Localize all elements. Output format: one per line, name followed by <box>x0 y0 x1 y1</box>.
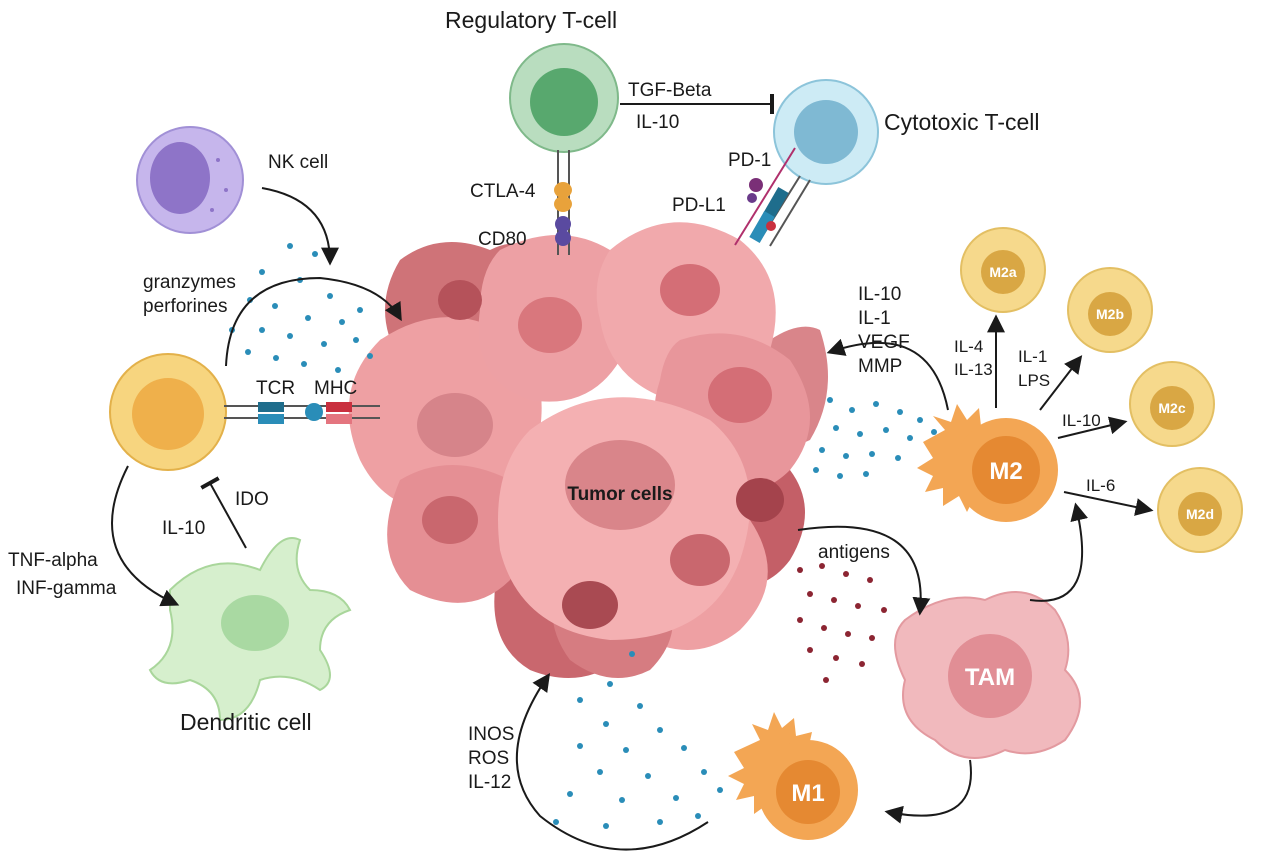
tam-macrophage: TAM <box>894 591 1081 759</box>
m1-factor-2: ROS <box>468 748 509 769</box>
antigen-dots <box>797 563 887 683</box>
dendritic-cell-label: Dendritic cell <box>180 709 312 735</box>
mhc-label: MHC <box>314 378 357 399</box>
cytotoxic-t-cell <box>734 79 879 247</box>
m2c-label: M2c <box>1158 400 1185 416</box>
m2b-macrophage: M2b <box>1067 267 1153 353</box>
tgf-beta-label: TGF-Beta <box>628 80 712 101</box>
regulatory-t-cell-label: Regulatory T-cell <box>445 7 617 33</box>
m2a-label: M2a <box>989 264 1016 280</box>
tam-to-m1-arrow <box>884 759 972 824</box>
t-cell <box>109 353 380 471</box>
tam-label: TAM <box>965 664 1015 691</box>
pd1-label: PD-1 <box>728 150 771 171</box>
il10-dc-label: IL-10 <box>162 518 205 539</box>
lps-label: LPS <box>1018 371 1050 390</box>
m1-factor-3: IL-12 <box>468 772 511 793</box>
pdl1-label: PD-L1 <box>672 195 726 216</box>
m1-to-tumor-arrow <box>515 673 709 851</box>
il13-label: IL-13 <box>954 360 993 379</box>
m2-factor-4: MMP <box>858 356 902 377</box>
m2-to-m2d-arrow <box>1063 491 1154 516</box>
m2-to-m2c-arrow <box>1057 416 1128 439</box>
m2-label: M2 <box>989 458 1022 485</box>
cytotoxic-t-cell-label: Cytotoxic T-cell <box>884 109 1040 135</box>
perforines-label: perforines <box>143 296 228 317</box>
ctla4-label: CTLA-4 <box>470 181 536 202</box>
nk-cell-label: NK cell <box>268 152 328 173</box>
m2-factor-1: IL-10 <box>858 284 901 305</box>
antigens-to-tam-arrow <box>797 525 931 616</box>
nk-cell <box>136 126 244 234</box>
ido-inhibition-arrow <box>200 476 247 549</box>
m2d-label: M2d <box>1186 506 1214 522</box>
m1-label: M1 <box>791 780 824 807</box>
m1-secretion-dots <box>553 651 723 829</box>
inf-gamma-label: INF-gamma <box>16 578 117 599</box>
il10-treg-label: IL-10 <box>636 112 679 133</box>
dendritic-cell <box>148 537 352 722</box>
m2a-macrophage: M2a <box>960 227 1046 313</box>
m1-macrophage: M1 <box>728 712 858 840</box>
il10-m2c-label: IL-10 <box>1062 411 1101 430</box>
m1-factor-1: INOS <box>468 724 514 745</box>
tcr-label: TCR <box>256 378 295 399</box>
granzyme-dots <box>229 243 373 373</box>
m2-factor-3: VEGF <box>858 332 910 353</box>
granzymes-label: granzymes <box>143 272 236 293</box>
m2b-label: M2b <box>1096 306 1124 322</box>
antigens-label: antigens <box>818 542 890 563</box>
tumor-cells-label: Tumor cells <box>567 484 672 505</box>
cd80-label: CD80 <box>478 229 527 250</box>
il1-m2b-label: IL-1 <box>1018 347 1047 366</box>
m2d-macrophage: M2d <box>1157 467 1243 553</box>
ido-label: IDO <box>235 489 269 510</box>
il6-label: IL-6 <box>1086 476 1115 495</box>
granzymes-to-tumor-arrow <box>225 276 402 367</box>
m2-macrophage: M2 <box>917 404 1058 522</box>
tnf-alpha-label: TNF-alpha <box>8 550 98 571</box>
nk-to-granzymes-arrow <box>261 187 339 266</box>
tam-to-m2-arrow <box>1029 502 1089 602</box>
tcell-to-dendritic-arrow <box>111 465 180 607</box>
m2-factor-2: IL-1 <box>858 308 891 329</box>
il4-label: IL-4 <box>954 337 983 356</box>
m2c-macrophage: M2c <box>1129 361 1215 447</box>
m2-secretion-dots <box>813 397 937 479</box>
regulatory-t-cell <box>509 43 619 255</box>
tumor-mass: Tumor cells <box>348 222 828 678</box>
m2-to-m2b-arrow <box>1039 355 1083 411</box>
m2-to-tumor-arrow <box>826 338 949 411</box>
